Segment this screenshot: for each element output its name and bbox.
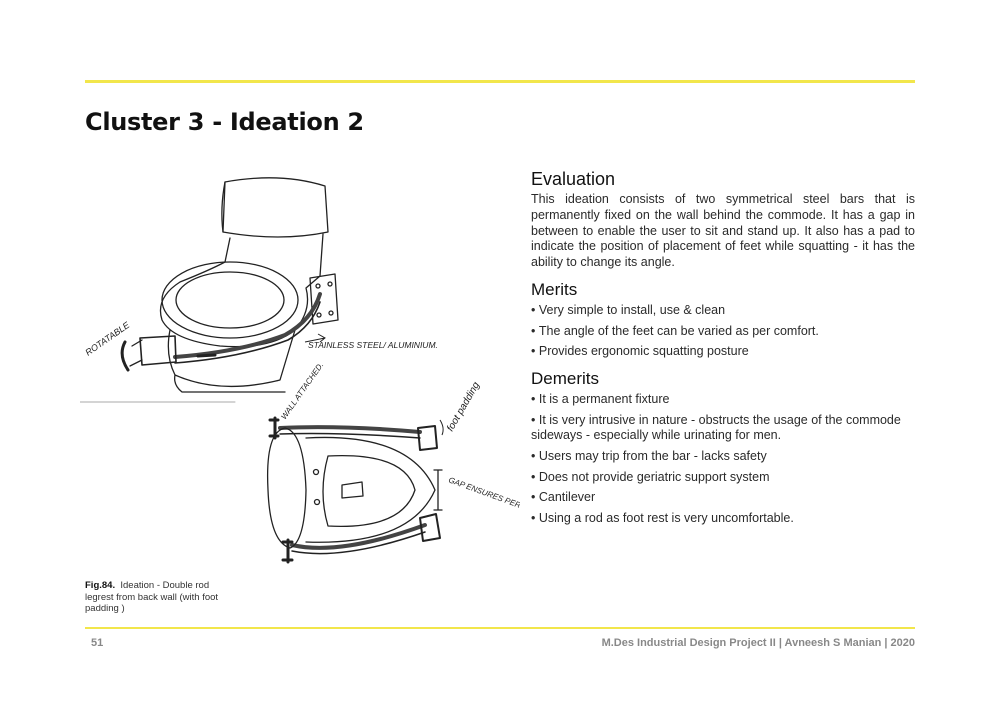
- demerit-item: It is very intrusive in nature - obstruc…: [531, 413, 915, 445]
- evaluation-body: This ideation consists of two symmetrica…: [531, 192, 915, 270]
- merits-heading: Merits: [531, 279, 578, 299]
- demerit-item: Users may trip from the bar - lacks safe…: [531, 449, 915, 465]
- note-wall-attached: WALL ATTACHED.: [279, 361, 325, 422]
- demerit-item: Using a rod as foot rest is very uncomfo…: [531, 511, 915, 527]
- page-title: Cluster 3 - Ideation 2: [85, 108, 364, 136]
- bottom-accent-rule: [85, 627, 915, 629]
- note-gap: GAP ENSURES PERSON DOES NOT TRIP: [447, 475, 520, 538]
- footer-credit: M.Des Industrial Design Project II | Avn…: [601, 637, 915, 649]
- text-column: Evaluation This ideation consists of two…: [531, 168, 915, 535]
- figure-caption: Fig.84. Ideation - Double rod legrest fr…: [85, 580, 235, 615]
- top-accent-rule: [85, 80, 915, 83]
- note-rotatable: ROTATABLE: [83, 319, 132, 357]
- toilet-legrest-sketch: ROTATABLE STAINLESS STEEL/ ALUMINIUM. WA…: [80, 177, 520, 564]
- note-material: STAINLESS STEEL/ ALUMINIUM.: [308, 340, 438, 350]
- note-foot-padding: foot padding: [445, 380, 482, 434]
- figure-caption-label: Fig.84.: [85, 580, 116, 591]
- demerit-item: Does not provide geriatric support syste…: [531, 470, 915, 486]
- merit-item: Provides ergonomic squatting posture: [531, 344, 915, 360]
- demerit-item: Cantilever: [531, 490, 915, 506]
- demerit-item: It is a permanent fixture: [531, 392, 915, 408]
- merit-item: Very simple to install, use & clean: [531, 303, 915, 319]
- demerits-heading: Demerits: [531, 368, 600, 388]
- page-number: 51: [91, 637, 104, 649]
- demerits-list: It is a permanent fixture It is very int…: [531, 392, 915, 527]
- merit-item: The angle of the feet can be varied as p…: [531, 324, 915, 340]
- merits-list: Very simple to install, use & clean The …: [531, 303, 915, 360]
- evaluation-heading: Evaluation: [531, 169, 616, 189]
- figure-caption-text: Ideation - Double rod legrest from back …: [85, 580, 219, 614]
